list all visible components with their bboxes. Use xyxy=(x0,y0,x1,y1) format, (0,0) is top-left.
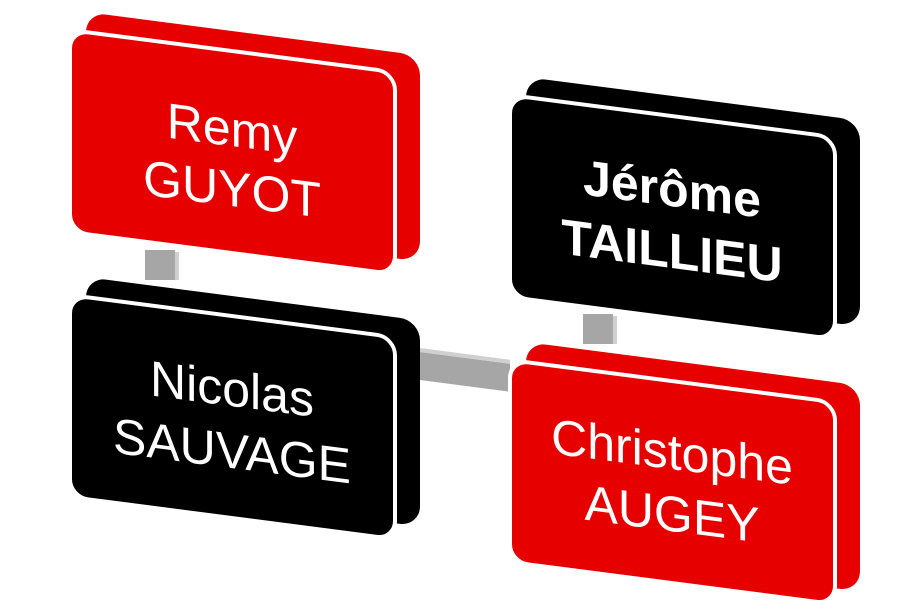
card-nicolas-sauvage: Nicolas SAUVAGE xyxy=(68,279,420,540)
card-face xyxy=(68,30,397,275)
connector-jerome-christophe xyxy=(583,314,617,344)
card-remy-guyot: Remy GUYOT xyxy=(68,14,420,275)
card-jerome-taillieu: Jérôme TAILLIEU xyxy=(508,79,860,340)
card-face xyxy=(68,295,397,540)
connector-nicolas-christophe xyxy=(420,348,510,392)
card-face xyxy=(508,95,837,340)
card-face xyxy=(508,360,837,605)
card-christophe-augey: Christophe AUGEY xyxy=(508,344,860,605)
connector-remy-nicolas xyxy=(145,250,179,280)
